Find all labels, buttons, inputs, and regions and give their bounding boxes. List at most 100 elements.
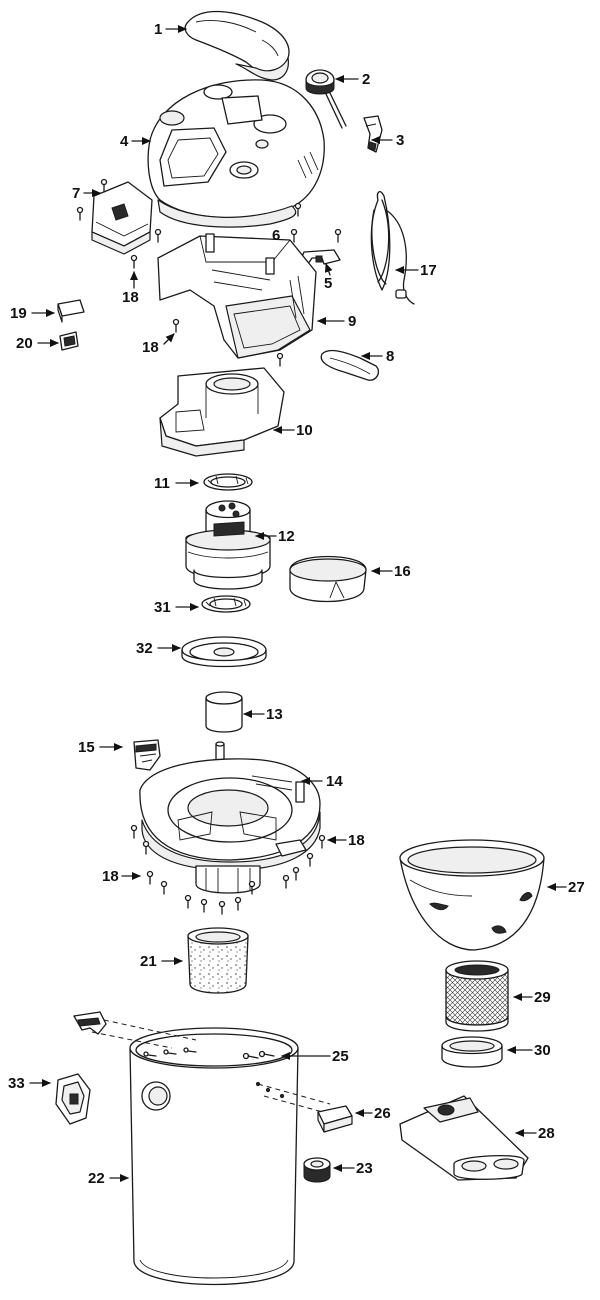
- callout-label: 2: [362, 71, 370, 88]
- part-6-screws: [290, 202, 342, 243]
- callout-16: 16: [371, 563, 411, 580]
- callout-label: 5: [324, 275, 332, 292]
- callout-23: 23: [333, 1160, 373, 1177]
- callout-label: 26: [374, 1105, 391, 1122]
- callout-label: 13: [266, 706, 283, 723]
- part-29-cartridge-filter: [445, 960, 509, 1032]
- part-19-pad: [57, 299, 85, 323]
- callout-label: 4: [120, 133, 129, 150]
- callout-label: 32: [136, 640, 153, 657]
- callout-label: 33: [8, 1075, 25, 1092]
- callout-1: 1: [154, 21, 187, 38]
- part-9-motor-housing: [130, 233, 317, 367]
- callout-13: 13: [243, 706, 283, 723]
- callout-4: 4: [120, 133, 151, 150]
- callout-10: 10: [273, 422, 313, 439]
- callout-label: 27: [568, 879, 585, 896]
- part-16-foam-sleeve: [289, 555, 367, 603]
- callout-19: 19: [10, 305, 55, 322]
- callout-label: 8: [386, 348, 394, 365]
- callout-5: 5: [324, 263, 333, 292]
- callout-21: 21: [140, 953, 183, 970]
- part-31-ring: [201, 595, 251, 613]
- callout-label: 19: [10, 305, 27, 322]
- part-15-latch: [133, 739, 161, 771]
- callout-label: 18: [102, 868, 119, 885]
- callout-22: 22: [88, 1170, 129, 1187]
- part-13-foam-filter: [205, 691, 243, 733]
- callout-32: 32: [136, 640, 181, 657]
- callout-label: 30: [534, 1042, 551, 1059]
- part-30-ring: [441, 1036, 503, 1068]
- part-26-caster: [317, 1105, 353, 1133]
- part-7-switch-box: [76, 178, 162, 255]
- callout-29: 29: [513, 989, 551, 1006]
- part-17-power-cord: [370, 190, 415, 305]
- assembly-lines: [91, 1019, 331, 1115]
- callout-27: 27: [547, 879, 585, 896]
- callout-2: 2: [335, 71, 370, 88]
- callout-18-top: 18: [122, 271, 139, 306]
- part-12-motor: [185, 500, 271, 590]
- callout-label: 21: [140, 953, 157, 970]
- part-1-handle: [184, 10, 290, 81]
- part-4-motor-cover: [147, 79, 325, 228]
- callout-label: 15: [78, 739, 95, 756]
- callout-7: 7: [72, 185, 101, 202]
- callout-20: 20: [16, 335, 59, 352]
- callout-label: 31: [154, 599, 171, 616]
- callout-label: 23: [356, 1160, 373, 1177]
- callout-labels: 1 2 3 4 7 6 5 17 18: [8, 21, 585, 1187]
- part-25-screws: [143, 1047, 275, 1060]
- callout-label: 3: [396, 132, 404, 149]
- callout-11: 11: [154, 475, 199, 492]
- callout-18-mid: 18: [142, 333, 175, 356]
- callout-33: 33: [8, 1075, 51, 1092]
- callout-12: 12: [255, 528, 295, 545]
- part-2-float-cap: [305, 69, 347, 129]
- callout-17: 17: [395, 262, 437, 279]
- callout-30: 30: [507, 1042, 551, 1059]
- callout-label: 14: [326, 773, 343, 790]
- part-27-filter-cone: [399, 839, 545, 951]
- callout-label: 18: [122, 289, 139, 306]
- part-5-bracket: [299, 249, 341, 265]
- callout-label: 11: [154, 475, 170, 492]
- part-14-lid: [139, 741, 321, 894]
- part-22-tank-drum: [129, 1027, 299, 1286]
- part-21-foam-sleeve: [187, 927, 249, 994]
- part-8-handle-insert: [320, 349, 380, 381]
- callout-label: 22: [88, 1170, 105, 1187]
- callout-label: 28: [538, 1125, 555, 1142]
- callout-label: 9: [348, 313, 356, 330]
- callout-18-left: 18: [102, 868, 141, 885]
- callout-label: 25: [332, 1048, 349, 1065]
- callout-label: 18: [142, 339, 159, 356]
- callout-label: 29: [534, 989, 551, 1006]
- callout-14: 14: [301, 773, 343, 790]
- part-23-nut: [303, 1157, 331, 1183]
- callout-3: 3: [371, 132, 404, 149]
- callout-15: 15: [78, 739, 123, 756]
- callout-label: 1: [154, 21, 162, 38]
- part-3-latch-clip: [363, 115, 383, 153]
- callout-label: 18: [348, 832, 365, 849]
- callout-label: 6: [272, 227, 280, 244]
- part-32-gasket: [181, 636, 267, 668]
- callout-8: 8: [361, 348, 394, 365]
- callout-28: 28: [515, 1125, 555, 1142]
- bumper-clip: [73, 1011, 107, 1035]
- part-10-fan-housing: [159, 367, 285, 457]
- callout-label: 12: [278, 528, 295, 545]
- callout-9: 9: [317, 313, 356, 330]
- callout-label: 17: [420, 262, 437, 279]
- callout-label: 16: [394, 563, 411, 580]
- part-28-filter-bag: [399, 1095, 529, 1181]
- part-18-lid-screws: [130, 824, 326, 915]
- callout-label: 10: [296, 422, 313, 439]
- callout-18-right: 18: [327, 832, 365, 849]
- callout-31: 31: [154, 599, 199, 616]
- callout-label: 20: [16, 335, 33, 352]
- callout-label: 7: [72, 185, 80, 202]
